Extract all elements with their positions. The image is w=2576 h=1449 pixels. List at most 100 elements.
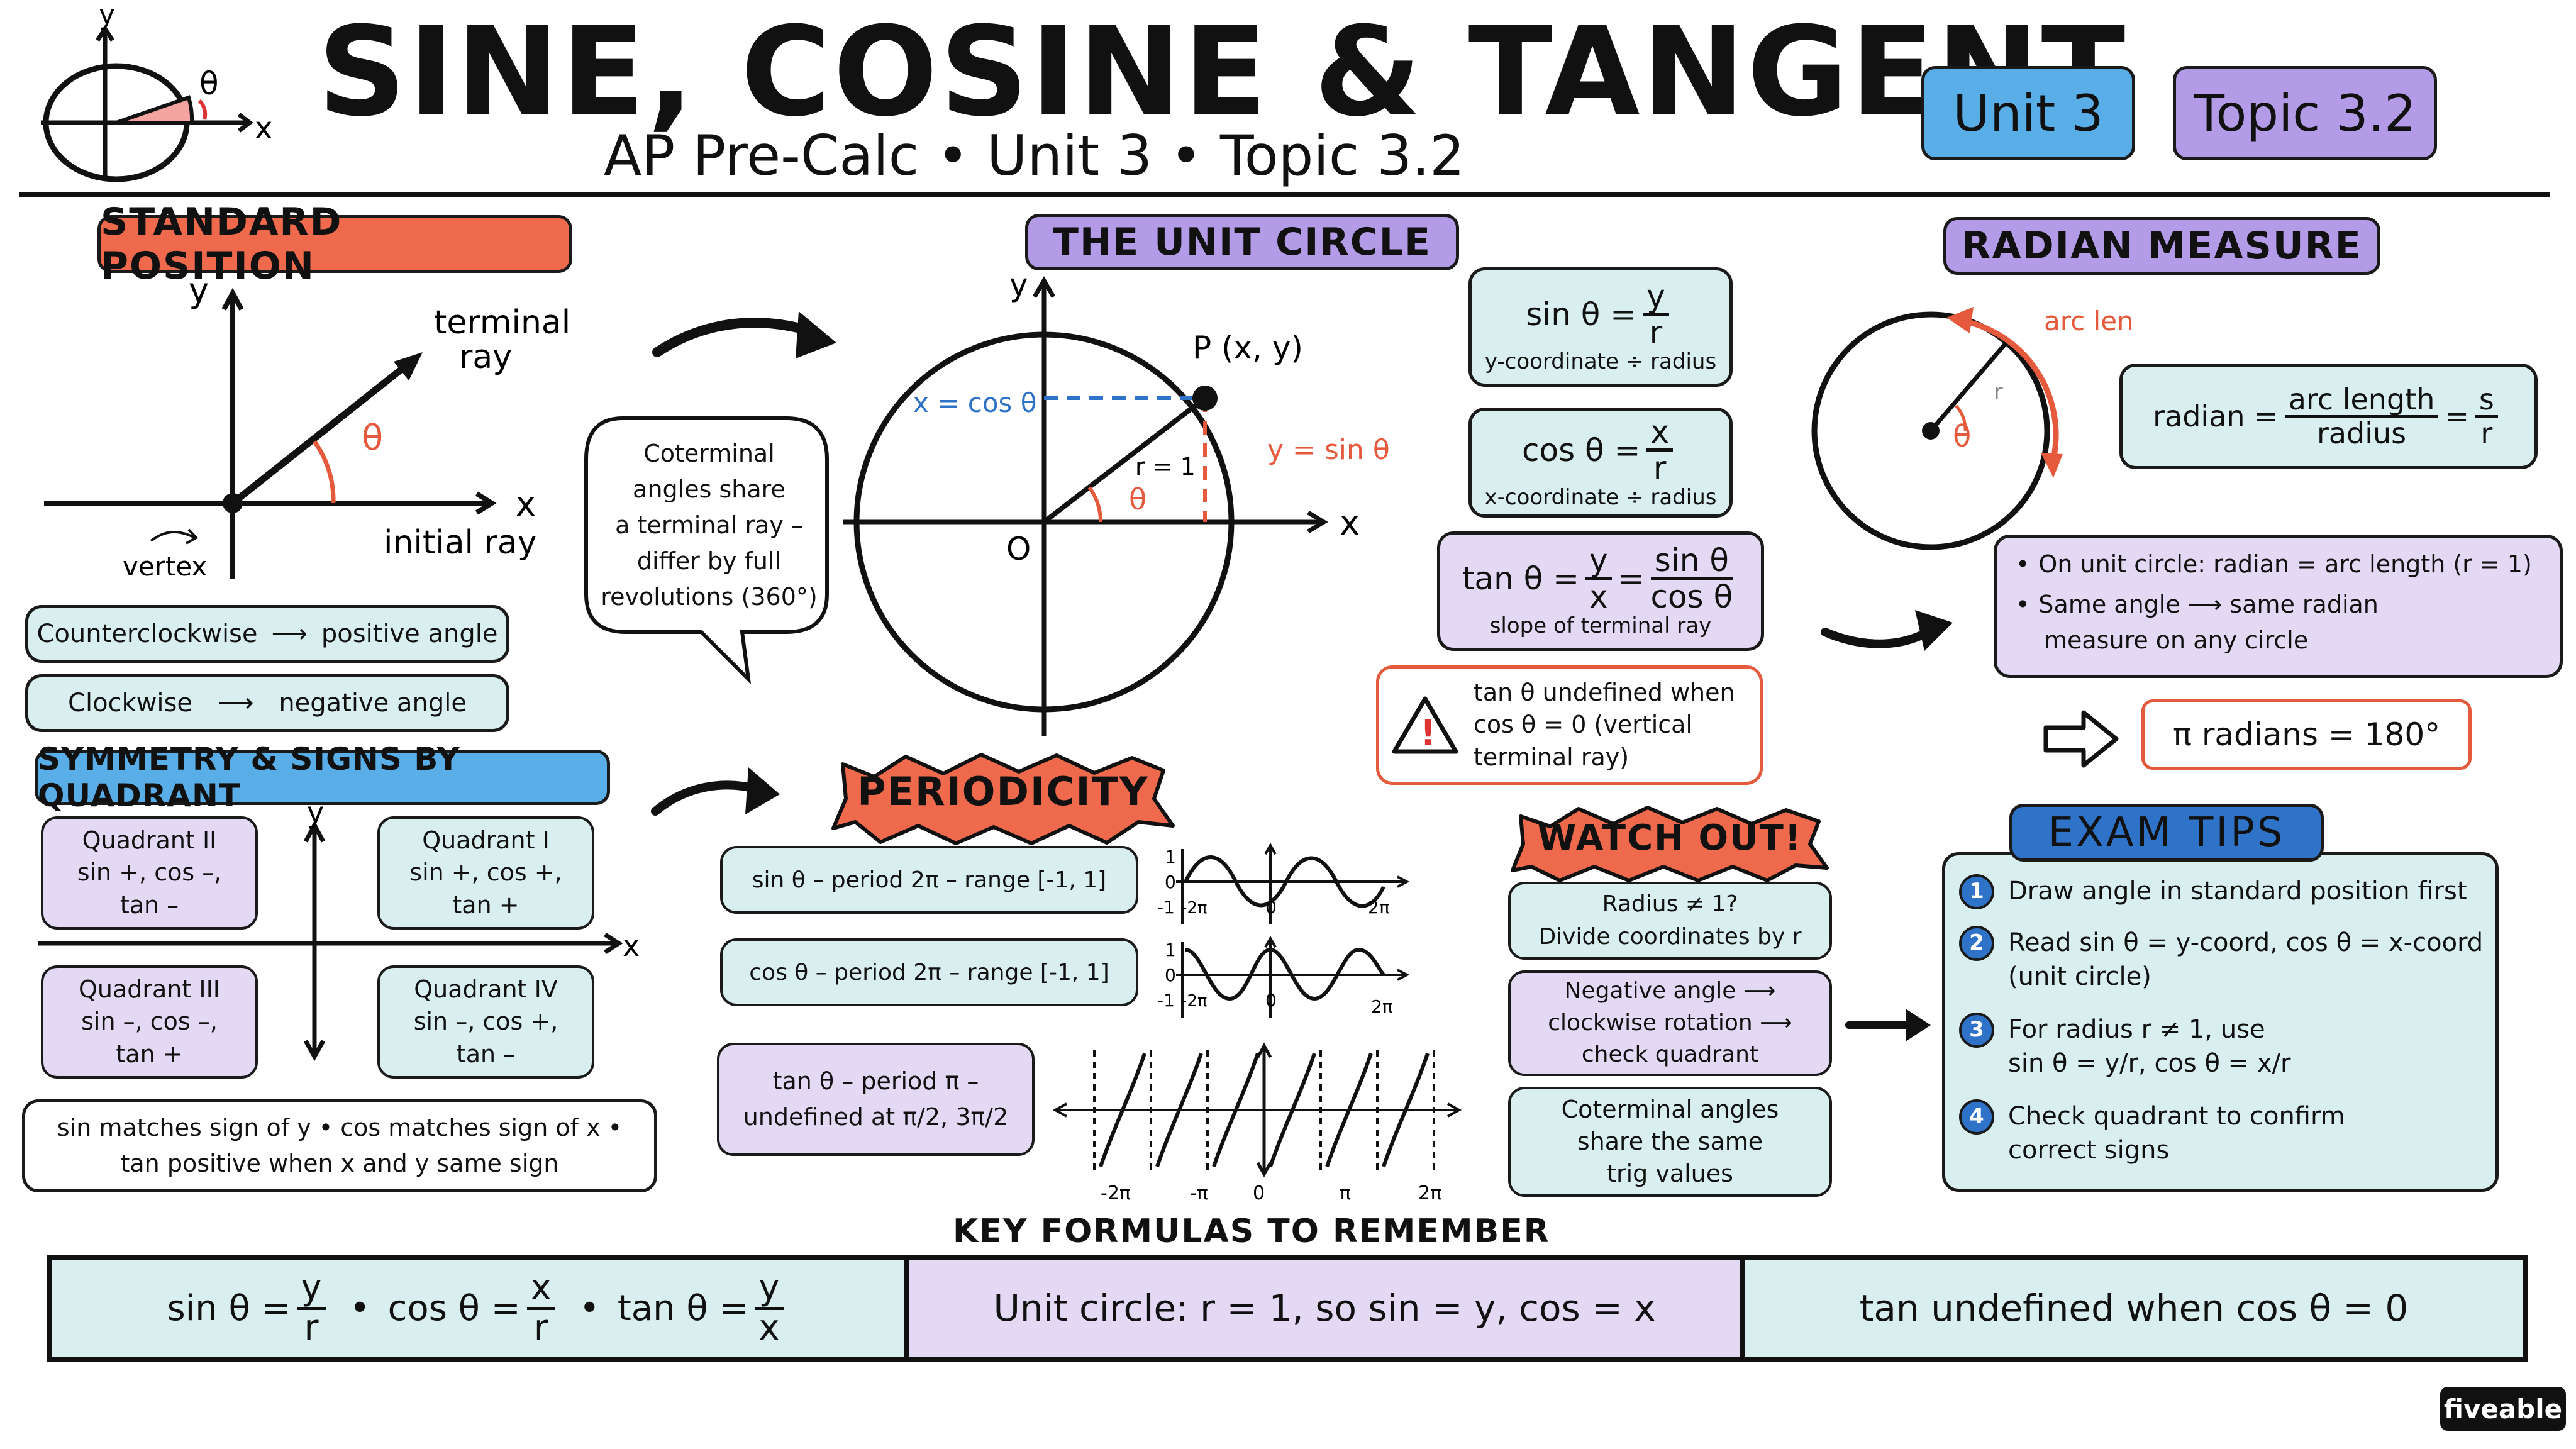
watch-out-radius-line-2: Divide coordinates by r [1538, 924, 1802, 950]
sym-y-axis-label: y [307, 805, 324, 830]
exam-tip-1: 1 Draw angle in standard position first [1959, 874, 2467, 909]
header-divider [19, 192, 2550, 197]
q4-title: Quadrant IV [414, 975, 558, 1004]
warning-icon: ! [1392, 696, 1458, 754]
q3-tan: tan + [116, 1040, 183, 1068]
key-tan-den: x [758, 1307, 780, 1348]
number-badge-icon: 3 [1959, 1013, 1994, 1048]
cos-tick-right: 2π [1371, 996, 1393, 1017]
tan-eq: = [1618, 560, 1645, 597]
exam-tips-heading: EXAM TIPS [2009, 804, 2324, 862]
key-sin-num: y [297, 1269, 326, 1310]
key-dot: • [579, 1287, 600, 1329]
q3-signs: sin –, cos –, [81, 1008, 218, 1036]
tan-tick-c: 0 [1253, 1182, 1265, 1204]
radian-circle-diagram: arc length s r θ [1811, 306, 2132, 550]
uc-x-axis-label: x [1340, 503, 1360, 543]
exam-tip-3-text-2: sin θ = y/r, cos θ = x/r [2008, 1049, 2291, 1078]
watch-out-negative-box: Negative angle ⟶ clockwise rotation ⟶ ch… [1508, 970, 1832, 1076]
exam-tip-3-text: For radius r ≠ 1, use [2008, 1015, 2265, 1044]
coterminal-line: Coterminal [643, 439, 775, 467]
cosine-mini-graph: 1 0 -1 -2π 0 2π [1157, 936, 1410, 1018]
arc-length-label: arc length s [2044, 306, 2132, 336]
uc-theta-label: θ [1129, 482, 1146, 516]
radian-bullet-2: •Same angle ⟶ same radian [2016, 591, 2379, 618]
radian-bullet-2-text: Same angle ⟶ same radian [2038, 591, 2379, 618]
sin-tick-left: -2π [1181, 899, 1208, 918]
arrow-right-icon: ⟶ [217, 689, 254, 718]
curved-arrow-icon [1821, 610, 1953, 651]
exam-tip-4-text-2: correct signs [2008, 1136, 2170, 1165]
key-tan-num: y [755, 1269, 784, 1310]
coterminal-line: a terminal ray – [615, 511, 803, 539]
watch-out-radius-box: Radius ≠ 1? Divide coordinates by r [1508, 882, 1832, 960]
sin-tick-0: 0 [1165, 872, 1176, 892]
key-cos-lhs: cos θ = [387, 1287, 521, 1329]
coterminal-line: revolutions (360°) [601, 582, 818, 611]
cw-right: negative angle [279, 689, 467, 718]
watch-out-negative-line-1: Negative angle ⟶ [1564, 978, 1776, 1004]
exam-tips-box: 1 Draw angle in standard position first … [1942, 852, 2499, 1192]
symmetry-heading: SYMMETRY & SIGNS BY QUADRANT [35, 741, 610, 814]
exam-tip-4-text: Check quadrant to confirm [2008, 1102, 2345, 1131]
warning-mark: ! [1420, 713, 1436, 754]
exam-tip-2: 2 Read sin θ = y-coord, cos θ = x-coord(… [1959, 926, 2483, 994]
key-cos-num: x [526, 1269, 555, 1310]
quadrant-3-box: Quadrant III sin –, cos –, tan + [41, 965, 258, 1079]
ccw-right: positive angle [321, 619, 498, 648]
uc-y-sin-label: y = sin θ [1267, 434, 1390, 466]
sin-period-box: sin θ – period 2π – range [-1, 1] [720, 846, 1138, 914]
sp-terminal-label-2: ray [459, 338, 512, 376]
unit-circle-heading: THE UNIT CIRCLE [1025, 214, 1459, 270]
q1-signs: sin +, cos +, [409, 858, 562, 887]
unit-badge: Unit 3 [1921, 66, 2135, 160]
q4-tan: tan – [456, 1040, 516, 1068]
sin-tick-mid: 0 [1265, 897, 1277, 918]
radian-bullet-2b: measure on any circle [2044, 626, 2309, 654]
ccw-left: Counterclockwise [36, 619, 258, 648]
radian-bullet-1-text: On unit circle: radian = arc length (r =… [2038, 550, 2532, 578]
coterminal-line: differ by full [636, 547, 782, 575]
logo-theta: θ [199, 65, 219, 102]
watch-out-coterminal-line-1: Coterminal angles [1561, 1095, 1779, 1123]
hollow-arrow-icon [2043, 710, 2119, 768]
key-sin-lhs: sin θ = [167, 1287, 291, 1329]
key-formulas-heading: KEY FORMULAS TO REMEMBER [953, 1213, 1550, 1250]
arrow-right-icon [1845, 1009, 1931, 1041]
curved-arrow-icon [652, 311, 836, 358]
coterminal-line: angles share [633, 475, 786, 503]
standard-position-heading: STANDARD POSITION [97, 200, 572, 288]
radian-num2: s [2475, 384, 2498, 418]
q1-tan: tan + [452, 891, 519, 919]
fiveable-logo: fiveable [2440, 1387, 2566, 1431]
q4-signs: sin –, cos +, [413, 1008, 558, 1036]
q3-title: Quadrant III [79, 975, 220, 1004]
uc-r-label: r = 1 [1135, 453, 1196, 480]
cos-tick-neg1: -1 [1157, 990, 1175, 1011]
cos-note: x-coordinate ÷ radius [1484, 484, 1717, 510]
sin-lhs: sin θ = [1526, 296, 1637, 333]
sign-summary-box: sin matches sign of y • cos matches sign… [22, 1099, 657, 1192]
quadrant-1-box: Quadrant I sin +, cos +, tan + [377, 816, 594, 930]
coterminal-speech-bubble [584, 416, 829, 685]
key-formulas-unit-circle: Unit circle: r = 1, so sin = y, cos = x [909, 1260, 1745, 1357]
sin-den: r [1649, 314, 1663, 351]
watch-out-coterminal-box: Coterminal angles share the same trig va… [1508, 1087, 1832, 1197]
page-subtitle: AP Pre-Calc • Unit 3 • Topic 3.2 [604, 123, 1465, 188]
watch-out-radius-line-1: Radius ≠ 1? [1602, 891, 1738, 917]
number-badge-icon: 2 [1959, 926, 1994, 961]
radian-heading: RADIAN MEASURE [1943, 217, 2380, 275]
watch-out-coterminal-line-3: trig values [1607, 1160, 1733, 1188]
number-badge-icon: 1 [1959, 874, 1994, 909]
exam-tip-2-text: Read sin θ = y-coord, cos θ = x-coord [2008, 928, 2484, 957]
quadrant-axes: y x [38, 805, 640, 1062]
uc-x-cos-label: x = cos θ [913, 387, 1036, 418]
key-formulas-tan-undefined: tan undefined when cos θ = 0 [1745, 1260, 2523, 1357]
tan-tick-e: 2π [1418, 1182, 1441, 1204]
sin-note: y-coordinate ÷ radius [1484, 349, 1717, 374]
tan-undefined-warning: ! tan θ undefined when cos θ = 0 (vertic… [1376, 665, 1763, 785]
